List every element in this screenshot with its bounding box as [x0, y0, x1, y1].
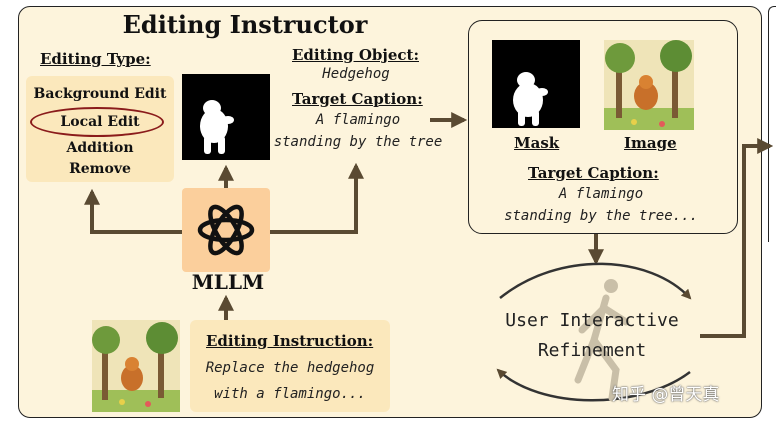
mask-silhouette-icon [200, 100, 234, 154]
image-label: Image [624, 134, 677, 152]
selected-type-highlight [30, 107, 164, 137]
mask-preview [182, 74, 270, 160]
result-mask [492, 40, 580, 128]
type-option-background: Background Edit [33, 86, 167, 102]
result-caption-line-1: A flamingo [558, 186, 644, 202]
result-image [604, 40, 694, 130]
type-option-remove: Remove [69, 161, 131, 177]
target-caption-label: Target Caption: [292, 90, 423, 108]
person-silhouette [574, 279, 630, 402]
instruction-line-2: with a flamingo... [214, 386, 366, 402]
type-option-addition: Addition [66, 140, 134, 156]
editing-object-value: Hedgehog [322, 66, 390, 82]
instruction-box [190, 320, 390, 412]
hedgehog-scene-icon [92, 320, 180, 412]
result-mask-silhouette-icon [513, 72, 548, 126]
result-caption-line-2: standing by the tree... [504, 208, 698, 224]
watermark: 知乎 @曾天真 [612, 385, 720, 405]
arrow-mllm-to-type [84, 188, 182, 234]
refine-loop-bottom [496, 368, 691, 402]
next-panel-edge [768, 6, 776, 242]
instruction-line-1: Replace the hedgehog [205, 360, 375, 376]
refine-loop-top [499, 262, 692, 300]
result-caption-label: Target Caption: [528, 164, 659, 182]
arrow-refine-out [700, 138, 774, 338]
target-caption-line-2: standing by the tree [273, 134, 443, 150]
arrow-mllm-to-caption [270, 162, 364, 234]
target-caption-line-1: A flamingo [315, 112, 401, 128]
result-scene-icon [604, 40, 694, 130]
openai-logo-icon [197, 204, 255, 256]
refinement-line-2: Refinement [537, 340, 647, 361]
editing-instruction-label: Editing Instruction: [206, 332, 374, 350]
page-title: Editing Instructor [122, 10, 368, 39]
editing-type-label: Editing Type: [40, 50, 151, 68]
mask-label: Mask [514, 134, 560, 152]
editing-object-label: Editing Object: [292, 46, 419, 64]
mllm-label: MLLM [191, 270, 265, 294]
mllm-box [182, 188, 270, 272]
refinement-line-1: User Interactive [505, 310, 679, 331]
source-image [92, 320, 180, 412]
